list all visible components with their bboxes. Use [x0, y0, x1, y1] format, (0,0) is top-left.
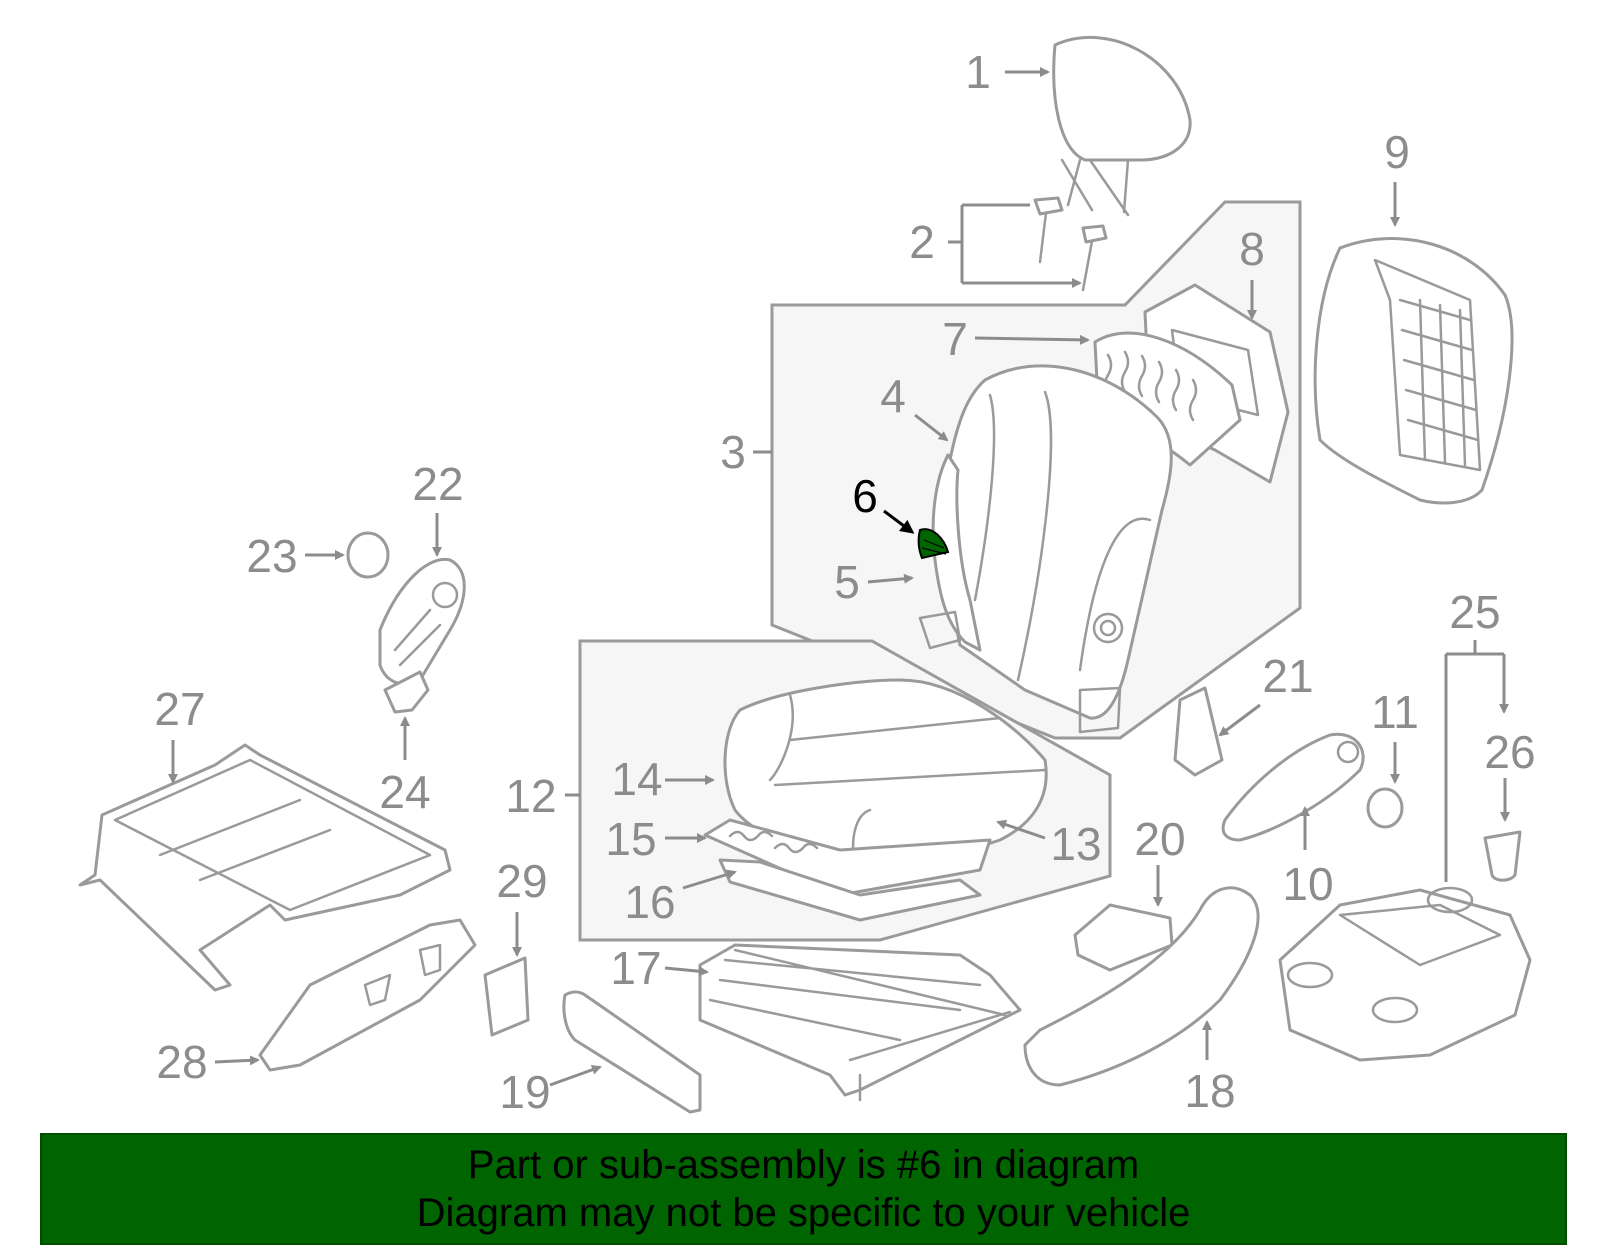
small-bracket-part[interactable]: [483, 956, 530, 1037]
seat-parts-diagram: 1 2 3 4 5 6 7 8 9 10 11 12 13 14 15 16 1…: [78, 35, 1536, 1118]
side-bracket-part[interactable]: [1173, 686, 1224, 777]
callout-2: 2: [909, 216, 935, 268]
recliner-lower-cover-part[interactable]: [383, 670, 430, 714]
callout-7: 7: [942, 313, 968, 365]
side-trim-panel-part[interactable]: [562, 990, 702, 1114]
callout-6: 6: [852, 470, 878, 522]
seat-side-trim-part[interactable]: [1023, 886, 1260, 1087]
callout-4: 4: [880, 370, 906, 422]
seat-cushion-pad-part[interactable]: [703, 818, 992, 922]
callout-15: 15: [605, 813, 656, 865]
recliner-cover-part[interactable]: [378, 557, 466, 686]
recliner-cap-part[interactable]: [346, 531, 390, 579]
callout-14: 14: [611, 753, 662, 805]
seat-cushion-cover-part[interactable]: [723, 678, 1048, 867]
callout-19: 19: [499, 1066, 550, 1118]
callout-24: 24: [379, 766, 430, 818]
armrest-part[interactable]: [1221, 732, 1365, 842]
seat-back-pad-part[interactable]: [918, 453, 982, 652]
callout-9: 9: [1384, 126, 1410, 178]
console-assembly-part[interactable]: [1278, 886, 1532, 1062]
callout-27: 27: [154, 683, 205, 735]
headrest-guide-part[interactable]: [1033, 196, 1108, 292]
callout-23: 23: [246, 530, 297, 582]
callout-29: 29: [496, 855, 547, 907]
callout-25: 25: [1449, 586, 1500, 638]
cup-holder-insert-part[interactable]: [1483, 830, 1522, 882]
callout-12: 12: [505, 770, 556, 822]
info-banner: Part or sub-assembly is #6 in diagram Di…: [40, 1133, 1567, 1245]
callout-3: 3: [720, 426, 746, 478]
callout-1: 1: [965, 46, 991, 98]
callout-26: 26: [1484, 726, 1535, 778]
callout-8: 8: [1239, 223, 1265, 275]
callout-17: 17: [610, 942, 661, 994]
callout-11: 11: [1371, 686, 1419, 738]
callout-10: 10: [1282, 858, 1333, 910]
banner-line-part-number: Part or sub-assembly is #6 in diagram: [467, 1143, 1140, 1187]
seat-track-frame-part[interactable]: [78, 743, 452, 992]
callout-5: 5: [834, 556, 860, 608]
seat-cushion-frame-part[interactable]: [698, 943, 1022, 1102]
leader-lines: [168, 67, 1505, 1087]
headrest-part[interactable]: [1052, 35, 1192, 217]
callout-20: 20: [1134, 813, 1185, 865]
callout-18: 18: [1184, 1065, 1235, 1117]
callout-28: 28: [156, 1036, 207, 1088]
callout-22: 22: [412, 458, 463, 510]
banner-line-disclaimer: Diagram may not be specific to your vehi…: [416, 1191, 1191, 1235]
callout-16: 16: [624, 876, 675, 928]
callout-21: 21: [1262, 650, 1313, 702]
armrest-cap-part[interactable]: [1366, 787, 1404, 829]
callout-13: 13: [1050, 818, 1101, 870]
seat-back-rear-panel-part[interactable]: [1313, 237, 1514, 505]
